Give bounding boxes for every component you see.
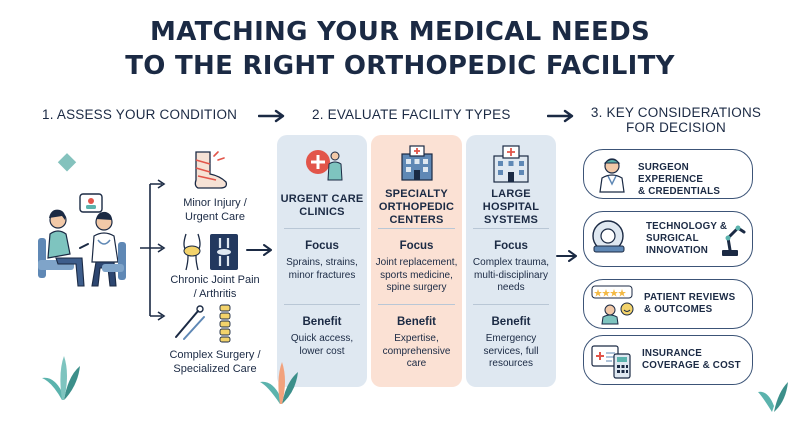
benefit-text: Expertise, comprehensive care [382, 333, 451, 369]
condition-label: Complex Surgery / Specialized Care [169, 349, 261, 375]
consideration-technology: TECHNOLOGY & SURGICAL INNOVATION [583, 211, 753, 267]
doctor-patient-consultation-icon [38, 193, 126, 287]
hospital-building-icon [493, 145, 529, 183]
consideration-surgeon: SURGEON EXPERIENCE & CREDENTIALS [583, 149, 753, 199]
consideration-reviews: PATIENT REVIEWS & OUTCOMES [583, 279, 753, 329]
benefit-label: Benefit [302, 316, 342, 328]
divider [378, 228, 455, 229]
consideration-insurance: INSURANCE COVERAGE & COST [583, 335, 753, 385]
page-subtitle: TO THE RIGHT ORTHOPEDIC FACILITY [125, 51, 675, 81]
step-arrow-icon [547, 109, 574, 123]
mri-scanner-icon [592, 220, 625, 253]
divider [473, 304, 549, 305]
divider [284, 228, 360, 229]
focus-label: Focus [399, 240, 434, 252]
decor-diamond-icon [57, 153, 77, 172]
step-1-heading: 1. ASSESS YOUR CONDITION [42, 107, 238, 122]
focus-text: Sprains, strains, minor fractures [286, 257, 358, 281]
divider [473, 228, 549, 229]
benefit-text: Emergency services, full resources [483, 333, 539, 369]
divider [284, 304, 360, 305]
branch-connector [140, 179, 166, 321]
star-rating-icon [591, 285, 634, 325]
knee-joint-xray-icon [183, 233, 238, 271]
facility-heading: LARGE HOSPITAL SYSTEMS [482, 188, 540, 226]
flow-arrow-icon [246, 244, 272, 256]
robotic-arm-icon [722, 225, 746, 256]
decor-plant-icon [758, 382, 788, 412]
condition-label: Chronic Joint Pain / Arthritis [170, 274, 260, 300]
benefit-label: Benefit [397, 316, 436, 328]
focus-label: Focus [494, 240, 528, 252]
condition-label: Minor Injury / Urgent Care [183, 197, 247, 223]
facility-heading: URGENT CARE CLINICS [280, 193, 364, 218]
surgical-tools-spine-icon [175, 304, 231, 343]
divider [378, 304, 455, 305]
flow-arrow-icon [556, 250, 577, 262]
step-2-heading: 2. EVALUATE FACILITY TYPES [312, 107, 511, 122]
step-3-heading: 3. KEY CONSIDERATIONS FOR DECISION [590, 105, 762, 135]
specialty-building-icon [401, 145, 433, 181]
facility-heading: SPECIALTY ORTHOPEDIC CENTERS [378, 188, 455, 226]
decor-plant-icon [260, 362, 298, 404]
focus-text: Complex trauma, multi-disciplinary needs [472, 257, 550, 293]
clinic-cross-icon [306, 150, 343, 181]
benefit-label: Benefit [491, 316, 531, 328]
insurance-calculator-icon [591, 345, 631, 379]
step-arrow-icon [258, 109, 285, 123]
focus-label: Focus [305, 240, 339, 252]
bandaged-ankle-icon [194, 151, 228, 189]
decor-plant-icon [42, 356, 80, 400]
page-title: MATCHING YOUR MEDICAL NEEDS [150, 17, 650, 47]
surgeon-icon [599, 158, 625, 193]
benefit-text: Quick access, lower cost [290, 333, 354, 357]
facility-column-urgent-care [277, 135, 367, 387]
focus-text: Joint replacement, sports medicine, spin… [375, 257, 458, 293]
